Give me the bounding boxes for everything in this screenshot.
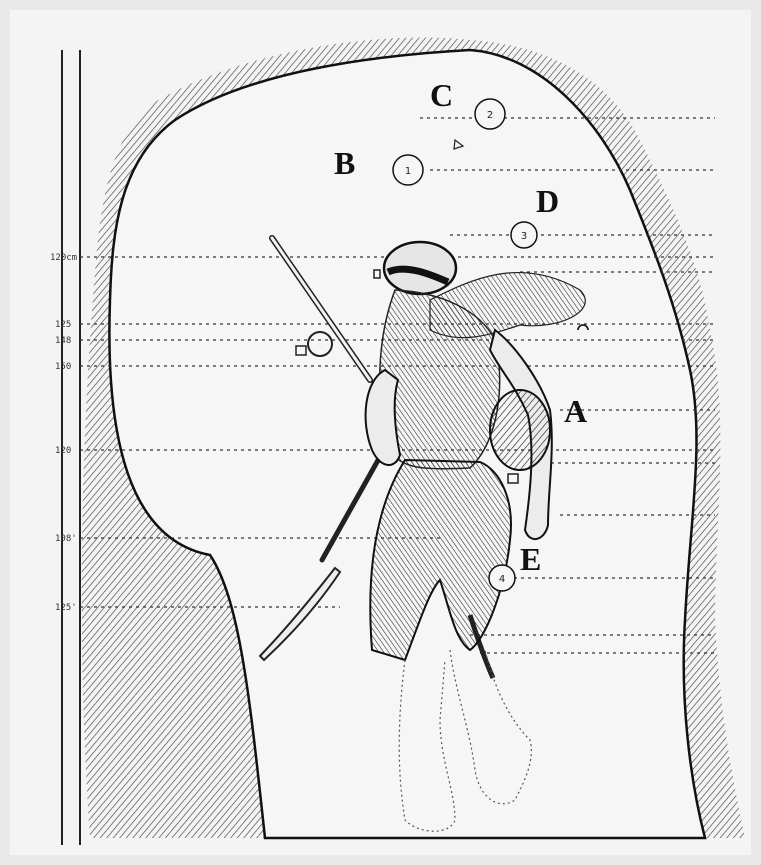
depth-label-3: 148 (55, 336, 71, 346)
label-a: A (564, 393, 587, 429)
circled-number-4: 4 (489, 565, 515, 591)
circled-number-2: 2 (475, 99, 505, 129)
round-object-a (490, 390, 550, 470)
label-d: D (536, 183, 559, 219)
depth-label-6: 108' (55, 534, 77, 544)
circled-number-1: 1 (393, 155, 423, 185)
circled-number-3: 3 (511, 222, 537, 248)
depth-label-7: 125' (55, 603, 77, 613)
depth-label-5: 120 (55, 446, 71, 456)
depth-label-1: 120cm (50, 253, 77, 263)
label-b: B (334, 145, 355, 181)
depth-label-2: 125 (55, 320, 71, 330)
svg-text:1: 1 (405, 166, 411, 177)
label-c: C (430, 77, 453, 113)
label-e: E (520, 541, 541, 577)
depth-label-4: 150 (55, 362, 71, 372)
svg-text:3: 3 (521, 231, 527, 242)
svg-text:2: 2 (487, 110, 493, 121)
svg-text:4: 4 (499, 574, 505, 585)
